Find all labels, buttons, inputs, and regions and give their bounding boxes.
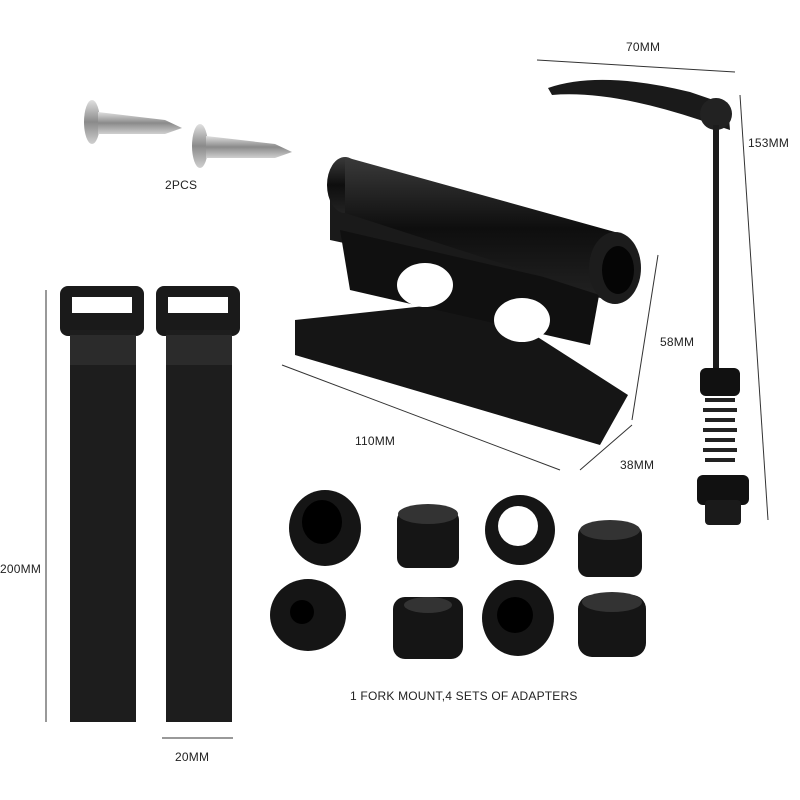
screws-quantity-label: 2PCS: [165, 178, 198, 192]
adapter-icon: [578, 520, 642, 577]
adapter-icon: [270, 579, 346, 651]
mount-height-label: 58MM: [660, 335, 695, 349]
lever-width-label: 70MM: [626, 40, 661, 54]
screw-icon: [192, 124, 292, 168]
contents-caption: 1 FORK MOUNT,4 SETS OF ADAPTERS: [350, 689, 578, 703]
lever-length-label: 153MM: [748, 136, 790, 150]
adapter-icon: [393, 597, 463, 659]
strap-icon: [60, 286, 144, 722]
adapter-icon: [485, 495, 555, 565]
fork-mount-icon: [295, 157, 641, 445]
mount-length-label: 110MM: [355, 434, 396, 448]
quick-release-skewer-icon: [548, 79, 749, 525]
adapter-icon: [397, 504, 459, 568]
strap-length-label: 200MM: [0, 562, 42, 576]
mount-width-label: 38MM: [620, 458, 655, 472]
strap-width-label: 20MM: [175, 750, 210, 764]
strap-icon: [156, 286, 240, 722]
adapter-icon: [289, 490, 361, 566]
screw-icon: [84, 100, 182, 144]
adapter-icon: [482, 580, 554, 656]
dimension-lines: [45, 59, 769, 739]
adapter-icon: [578, 592, 646, 657]
